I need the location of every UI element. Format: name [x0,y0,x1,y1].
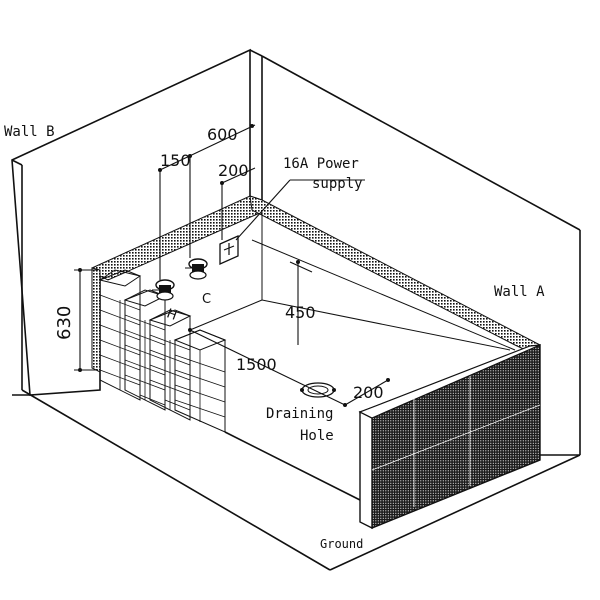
wall-a-label: Wall A [494,284,545,300]
tap-hot-label: H [164,306,178,323]
tap-cold-label: C [202,292,211,307]
dim-450-label: 450 [285,303,316,322]
ground-label: Ground [320,537,363,551]
brick-stairs [98,269,361,501]
power-supply-label-line2: supply [312,176,363,192]
room-outline [11,48,581,571]
dim-1500-label: 1500 [236,355,277,374]
wall-b-label: Wall B [4,124,55,140]
dim-600-label: 600 [207,125,238,144]
dim-150-label: 150 [160,151,191,170]
front-tiled-wall [358,343,541,530]
tap-hot [152,279,175,301]
draining-hole-label-line1: Draining [266,406,333,422]
tap-cold [185,258,208,280]
dimension-lines [74,124,390,407]
power-supply-label-line1: 16A Power [283,156,359,172]
draining-hole-label-line2: Hole [300,428,334,444]
dim-630-label: 630 [54,306,75,340]
wall-a-top-edge [261,55,581,231]
dim-200-top-label: 200 [218,161,249,180]
dim-200-bottom-label: 200 [353,383,384,402]
basin-inner [189,212,516,351]
ground-edge [21,389,331,571]
draining-hole-icon [300,382,336,398]
power-outlet-icon [219,234,239,266]
